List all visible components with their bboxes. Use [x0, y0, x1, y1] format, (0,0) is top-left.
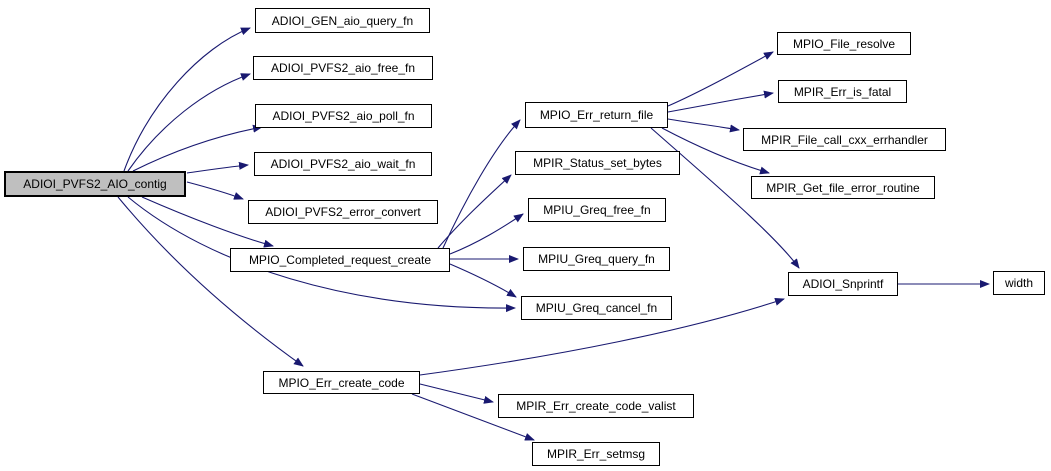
node-label: ADIOI_PVFS2_error_convert: [265, 205, 421, 219]
node-label: ADIOI_PVFS2_aio_wait_fn: [270, 157, 416, 171]
node-label: MPIO_Completed_request_create: [248, 253, 432, 267]
edge-adioi-pvfs2-aio-contig-to-adioi-pvfs2-aio-poll-fn: [132, 124, 263, 172]
edge-adioi-pvfs2-aio-contig-to-adioi-pvfs2-error-convert: [186, 181, 244, 200]
node-label: MPIR_Status_set_bytes: [533, 156, 662, 170]
node-adioi-pvfs2-aio-wait-fn[interactable]: ADIOI_PVFS2_aio_wait_fn: [254, 152, 432, 176]
edge-mpio-err-return-file-to-mpir-get-file-error-routine: [661, 127, 770, 175]
node-mpio-err-return-file[interactable]: MPIO_Err_return_file: [525, 102, 668, 128]
node-label: MPIO_Err_return_file: [539, 108, 654, 122]
edge-adioi-pvfs2-aio-contig-to-adioi-pvfs2-aio-wait-fn: [186, 161, 249, 174]
node-label: ADIOI_PVFS2_aio_free_fn: [270, 61, 416, 75]
node-mpiu-greq-query-fn[interactable]: MPIU_Greq_query_fn: [523, 247, 670, 271]
node-label: ADIOI_PVFS2_AIO_contig: [23, 177, 167, 191]
node-width[interactable]: width: [993, 271, 1045, 295]
edge-mpio-err-return-file-to-mpir-file-call-cxx-errhandler: [667, 118, 740, 133]
edge-mpio-err-create-code-to-mpir-err-create-code-valist: [419, 383, 494, 404]
node-mpio-file-resolve[interactable]: MPIO_File_resolve: [777, 32, 911, 55]
edge-adioi-pvfs2-aio-contig-to-adioi-pvfs2-aio-free-fn: [127, 73, 251, 172]
node-mpir-err-setmsg[interactable]: MPIR_Err_setmsg: [532, 442, 660, 466]
edge-mpio-completed-request-create-to-mpir-status-set-bytes: [437, 174, 512, 249]
node-label: MPIR_Err_is_fatal: [793, 84, 892, 99]
node-label: MPIR_Err_create_code_valist: [516, 399, 676, 413]
edge-mpio-completed-request-create-to-mpiu-greq-free-fn: [449, 213, 524, 255]
node-label: MPIR_File_call_cxx_errhandler: [761, 132, 928, 147]
node-label: ADIOI_Snprintf: [802, 277, 884, 291]
node-mpiu-greq-free-fn[interactable]: MPIU_Greq_free_fn: [528, 198, 666, 222]
edge-adioi-pvfs2-aio-contig-to-mpiu-greq-cancel-fn: [127, 196, 516, 313]
edge-mpio-completed-request-create-to-mpio-err-return-file: [442, 119, 521, 249]
edge-adioi-pvfs2-aio-contig-to-mpio-err-create-code: [117, 196, 304, 367]
node-mpir-file-call-cxx-errhandler[interactable]: MPIR_File_call_cxx_errhandler: [743, 128, 946, 151]
node-mpir-err-create-code-valist[interactable]: MPIR_Err_create_code_valist: [498, 394, 694, 418]
node-label: MPIO_File_resolve: [792, 36, 896, 51]
node-label: MPIR_Get_file_error_routine: [766, 180, 920, 195]
edge-mpio-err-create-code-to-mpir-err-setmsg: [411, 393, 535, 441]
node-label: MPIO_Err_create_code: [278, 375, 405, 390]
edge-mpio-err-return-file-to-mpir-err-is-fatal: [667, 90, 774, 113]
node-mpir-status-set-bytes[interactable]: MPIR_Status_set_bytes: [515, 151, 680, 175]
node-label: MPIU_Greq_free_fn: [543, 203, 651, 217]
edge-adioi-pvfs2-aio-contig-to-adioi-gen-aio-query-fn: [123, 27, 251, 172]
node-adioi-pvfs2-aio-poll-fn[interactable]: ADIOI_PVFS2_aio_poll_fn: [255, 104, 432, 128]
edge-mpio-err-return-file-to-adioi-snprintf: [650, 127, 800, 269]
node-mpio-err-create-code[interactable]: MPIO_Err_create_code: [263, 371, 420, 394]
node-label: ADIOI_PVFS2_aio_poll_fn: [272, 109, 415, 123]
node-label: ADIOI_GEN_aio_query_fn: [271, 13, 414, 28]
node-adioi-snprintf[interactable]: ADIOI_Snprintf: [788, 272, 898, 296]
edge-mpio-completed-request-create-to-mpiu-greq-cancel-fn: [449, 263, 517, 298]
node-label: MPIU_Greq_query_fn: [538, 252, 655, 266]
node-mpio-completed-request-create[interactable]: MPIO_Completed_request_create: [230, 248, 450, 272]
node-label: MPIU_Greq_cancel_fn: [535, 301, 658, 315]
node-label: width: [1004, 276, 1033, 290]
node-mpir-err-is-fatal[interactable]: MPIR_Err_is_fatal: [778, 80, 907, 103]
node-label: MPIR_Err_setmsg: [546, 447, 646, 461]
node-mpiu-greq-cancel-fn[interactable]: MPIU_Greq_cancel_fn: [521, 296, 672, 320]
node-mpir-get-file-error-routine[interactable]: MPIR_Get_file_error_routine: [751, 176, 935, 199]
node-adioi-pvfs2-aio-contig: ADIOI_PVFS2_AIO_contig: [4, 171, 186, 197]
node-adioi-pvfs2-error-convert[interactable]: ADIOI_PVFS2_error_convert: [248, 200, 438, 224]
node-adioi-pvfs2-aio-free-fn[interactable]: ADIOI_PVFS2_aio_free_fn: [253, 56, 433, 80]
edge-adioi-pvfs2-aio-contig-to-mpio-completed-request-create: [141, 196, 274, 248]
edge-mpio-err-create-code-to-adioi-snprintf: [419, 298, 785, 376]
node-adioi-gen-aio-query-fn[interactable]: ADIOI_GEN_aio_query_fn: [255, 8, 430, 33]
edge-mpio-err-return-file-to-mpio-file-resolve: [667, 51, 774, 107]
